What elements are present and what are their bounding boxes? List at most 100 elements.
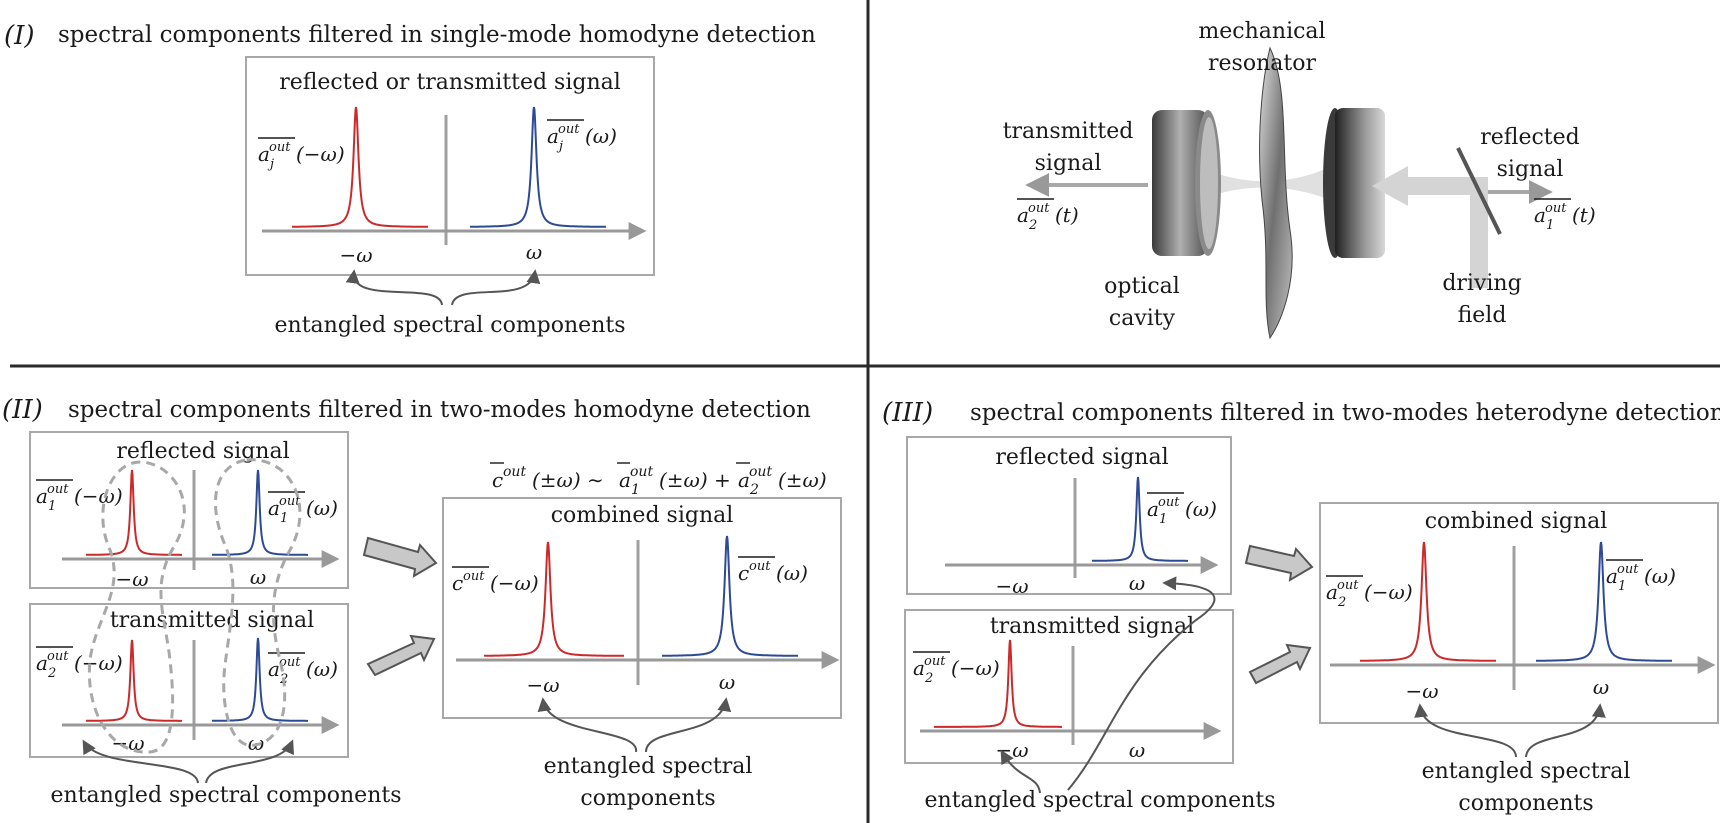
svg-text:(−ω): (−ω): [74, 651, 123, 675]
svg-text:out: out: [1617, 562, 1639, 577]
svg-text:a: a: [738, 468, 750, 492]
svg-text:1: 1: [280, 511, 288, 526]
panel-2-reflected-peak-left: [86, 469, 182, 556]
svg-text:2: 2: [1028, 218, 1037, 233]
panel-2-reflected-box: [29, 431, 349, 589]
svg-text:out: out: [503, 464, 526, 480]
panel-2-combined-arrow-left: [537, 697, 638, 753]
mechanical-label-1: mechanical: [1198, 19, 1325, 44]
panel-1-box: [245, 56, 655, 276]
svg-text:out: out: [558, 122, 580, 137]
panel-3-combined-tick-left: −ω: [1405, 679, 1438, 703]
driving-label-2: field: [1458, 303, 1507, 328]
optical-label-2: cavity: [1109, 306, 1176, 331]
svg-text:a: a: [1326, 580, 1338, 604]
panel-3-combined-peak-right: [1536, 541, 1672, 662]
panel-3-combined-arrow-right: [1525, 703, 1606, 758]
beam-splitter: [1456, 147, 1502, 235]
panel-2-label: (II): [2, 395, 43, 425]
svg-text:(±ω): (±ω): [778, 468, 827, 492]
svg-text:(−ω): (−ω): [74, 484, 123, 508]
svg-text:(ω): (ω): [1185, 497, 1217, 521]
svg-text:out: out: [630, 464, 653, 480]
panel-3: (III) spectral components filtered in tw…: [882, 398, 1720, 816]
panel-2-caption-right-2: components: [580, 786, 715, 811]
panel-2-arrow-lower: [366, 634, 436, 677]
svg-text:2: 2: [749, 482, 759, 498]
mechanical-label-2: resonator: [1208, 51, 1316, 76]
panel-2-dashed-loop-right: [214, 458, 302, 747]
svg-text:out: out: [1337, 578, 1359, 593]
svg-text:(t): (t): [1572, 203, 1596, 227]
svg-text:a: a: [268, 657, 280, 681]
svg-text:(ω): (ω): [1644, 564, 1676, 588]
svg-text:(±ω) +: (±ω) +: [659, 468, 731, 492]
panel-2-transmitted-box: [29, 603, 349, 758]
svg-text:out: out: [279, 655, 301, 670]
svg-text:(−ω): (−ω): [296, 142, 345, 166]
panel-1-arrow-left: [345, 269, 443, 306]
panel-2-transmitted-peak-left: [86, 639, 182, 722]
panel-2-transmitted-title: transmitted signal: [110, 608, 314, 633]
panel-3-title: spectral components filtered in two-mode…: [970, 400, 1720, 426]
svg-text:(−ω): (−ω): [490, 571, 539, 595]
panel-3-caption-left: entangled spectral components: [925, 788, 1276, 813]
optical-label-1: optical: [1104, 274, 1180, 299]
panel-2-combined-box: [442, 497, 842, 719]
svg-text:j: j: [556, 139, 563, 154]
svg-text:2: 2: [47, 666, 56, 681]
panel-1-tick-left: −ω: [339, 243, 372, 267]
svg-text:out: out: [749, 464, 772, 480]
panel-2-combined-title: combined signal: [551, 503, 734, 528]
svg-text:c: c: [452, 571, 463, 595]
panel-3-transmitted-tick-left: −ω: [995, 738, 1028, 762]
svg-text:out: out: [1545, 201, 1567, 216]
panel-2-transmitted-peak-right: [212, 637, 308, 722]
right-mirror: [1323, 108, 1385, 258]
svg-text:(ω): (ω): [306, 657, 338, 681]
svg-text:a: a: [619, 468, 631, 492]
left-mirror: [1152, 110, 1221, 256]
svg-text:out: out: [47, 649, 69, 664]
svg-text:out: out: [463, 569, 485, 584]
svg-text:(ω): (ω): [776, 561, 808, 585]
panel-3-combined-title: combined signal: [1425, 509, 1608, 534]
panel-2-caption-arrow-right: [205, 739, 294, 784]
svg-text:a: a: [36, 484, 48, 508]
panel-3-reflected-box: [906, 436, 1232, 595]
transmitted-label-1: transmitted: [1003, 119, 1134, 144]
svg-text:a: a: [1147, 497, 1159, 521]
panel-3-transmitted-title: transmitted signal: [990, 614, 1194, 639]
setup-panel: mechanical resonator transmitted signal …: [1003, 19, 1596, 340]
reflected-label-1: reflected: [1480, 125, 1580, 150]
panel-1-peak-right: [470, 106, 606, 228]
svg-text:a: a: [547, 124, 559, 148]
panel-3-arrow-lower: [1248, 643, 1312, 685]
panel-3-transmitted-box: [904, 609, 1234, 764]
panel-3-reflected-tick-right: ω: [1129, 571, 1145, 595]
panel-2-reflected-title: reflected signal: [116, 439, 289, 464]
panel-2-reflected-tick-left: −ω: [115, 567, 148, 591]
panel-3-transmitted-tick-right: ω: [1129, 738, 1145, 762]
svg-text:a: a: [1534, 203, 1546, 227]
panel-3-caption-right-1: entangled spectral: [1422, 759, 1631, 784]
panel-3-combined-tick-right: ω: [1593, 675, 1609, 699]
panel-2-combined-tick-left: −ω: [526, 673, 559, 697]
svg-text:a: a: [36, 651, 48, 675]
svg-text:c: c: [738, 561, 749, 585]
svg-text:out: out: [47, 482, 69, 497]
membrane: [1259, 46, 1293, 340]
panel-2-transmitted-tick-right: ω: [248, 731, 264, 755]
panel-1-arrow-right: [451, 269, 541, 306]
panel-3-cross-arrow: [1067, 576, 1216, 791]
